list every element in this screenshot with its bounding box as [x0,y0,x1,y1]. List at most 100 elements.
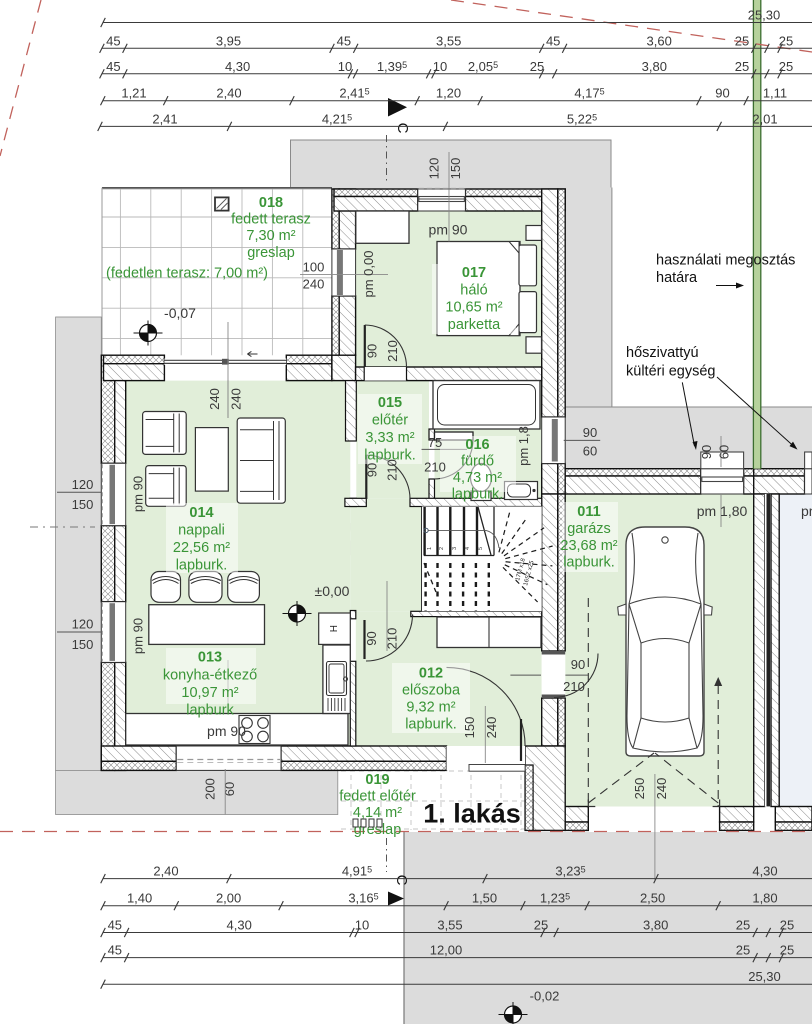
svg-text:25: 25 [780,918,794,933]
svg-text:5,225: 5,225 [567,111,597,126]
svg-text:60: 60 [583,444,597,459]
svg-text:011: 011 [577,504,600,520]
svg-text:4,14 m²: 4,14 m² [353,805,402,821]
svg-text:210: 210 [563,679,585,694]
svg-text:2,40: 2,40 [153,864,178,879]
svg-text:2,40: 2,40 [216,86,241,101]
svg-text:4: 4 [465,547,471,550]
svg-text:210: 210 [384,628,399,650]
svg-text:lapburk.: lapburk. [176,558,228,574]
svg-text:210: 210 [385,459,400,481]
svg-text:019: 019 [365,772,389,788]
svg-text:1: 1 [427,547,433,550]
svg-text:100: 100 [303,259,325,274]
svg-text:90: 90 [365,463,380,477]
svg-text:pm 1: pm 1 [801,503,812,519]
svg-text:garázs: garázs [567,521,611,537]
svg-text:3,55: 3,55 [437,918,462,933]
svg-text:4,915: 4,915 [342,864,372,879]
svg-text:90: 90 [364,631,379,645]
svg-text:lapburk.: lapburk. [452,487,504,503]
svg-text:3,80: 3,80 [642,59,667,74]
svg-text:nappali: nappali [178,523,225,539]
svg-text:25: 25 [530,59,544,74]
svg-text:240: 240 [229,388,244,410]
svg-text:parketta: parketta [448,317,501,333]
svg-text:3,80: 3,80 [643,918,668,933]
svg-text:fürdő: fürdő [461,454,494,470]
svg-text:4,175: 4,175 [574,86,604,101]
svg-text:22,56 m²: 22,56 m² [173,540,230,556]
svg-text:pm 0,00: pm 0,00 [361,251,376,298]
svg-text:pm 1,80: pm 1,80 [697,503,748,519]
svg-text:90: 90 [715,86,729,101]
svg-text:-0,07: -0,07 [164,305,196,321]
svg-text:3,55: 3,55 [436,33,461,48]
svg-text:60: 60 [717,445,732,459]
svg-text:4,30: 4,30 [227,918,252,933]
svg-text:-0,02: -0,02 [530,989,560,1004]
svg-text:3: 3 [452,547,458,550]
svg-text:4,215: 4,215 [322,111,352,126]
svg-text:2,415: 2,415 [339,86,369,101]
svg-text:25: 25 [779,33,793,48]
svg-text:12,00: 12,00 [430,943,463,958]
svg-text:3,235: 3,235 [555,864,585,879]
svg-text:23,68 m²: 23,68 m² [560,538,617,554]
svg-text:150: 150 [72,497,94,512]
svg-text:210: 210 [424,460,446,475]
svg-text:90: 90 [583,425,597,440]
svg-text:konyha-étkező: konyha-étkező [163,667,257,683]
svg-text:pm 90: pm 90 [429,222,468,238]
svg-text:25: 25 [735,33,749,48]
svg-text:10: 10 [338,59,352,74]
svg-text:90: 90 [699,445,714,459]
svg-text:200: 200 [203,778,218,800]
svg-text:3,165: 3,165 [348,891,378,906]
svg-text:120: 120 [72,617,94,632]
svg-text:120: 120 [72,477,94,492]
svg-text:45: 45 [337,33,351,48]
svg-text:előtér: előtér [372,413,408,429]
svg-text:3,33 m²: 3,33 m² [365,430,414,446]
svg-text:fedett terasz: fedett terasz [231,212,311,228]
svg-text:25: 25 [735,59,749,74]
svg-text:(fedetlen terasz: 7,00 m²): (fedetlen terasz: 7,00 m²) [106,266,268,282]
svg-text:1,11: 1,11 [763,86,787,101]
svg-text:10: 10 [355,918,369,933]
svg-text:25: 25 [534,918,548,933]
svg-text:pm 1,8: pm 1,8 [516,426,531,466]
svg-text:016: 016 [465,437,489,453]
svg-text:előszoba: előszoba [402,683,461,699]
svg-text:3,95: 3,95 [216,33,241,48]
svg-text:150: 150 [72,637,94,652]
svg-text:9,32 m²: 9,32 m² [406,700,455,716]
svg-text:1,395: 1,395 [377,59,407,74]
svg-text:90: 90 [571,657,585,672]
svg-text:012: 012 [419,666,443,682]
svg-text:45: 45 [108,918,122,933]
svg-text:018: 018 [259,195,283,211]
svg-text:pm 90: pm 90 [131,476,146,512]
svg-text:60: 60 [222,782,237,796]
svg-text:pm 90: pm 90 [131,618,146,654]
svg-text:greslap: greslap [247,245,295,261]
svg-text:2: 2 [439,547,445,550]
svg-text:17M x18: 17M x18 [515,557,527,581]
svg-text:2,01: 2,01 [752,111,777,126]
svg-text:45: 45 [106,59,120,74]
svg-text:2,055: 2,055 [468,59,498,74]
svg-text:25,30: 25,30 [748,8,781,23]
svg-text:7,30 m²: 7,30 m² [246,228,295,244]
svg-text:lapburk.: lapburk. [563,555,615,571]
svg-text:lapburk: lapburk [186,703,234,719]
svg-text:10: 10 [433,59,447,74]
svg-text:C: C [393,875,410,886]
svg-text:017: 017 [462,265,486,281]
svg-text:90: 90 [365,344,380,358]
svg-text:250: 250 [632,778,647,800]
svg-text:4,30: 4,30 [752,864,777,879]
svg-text:150: 150 [448,158,463,180]
svg-text:±0,00: ±0,00 [315,583,350,599]
svg-text:25: 25 [736,918,750,933]
